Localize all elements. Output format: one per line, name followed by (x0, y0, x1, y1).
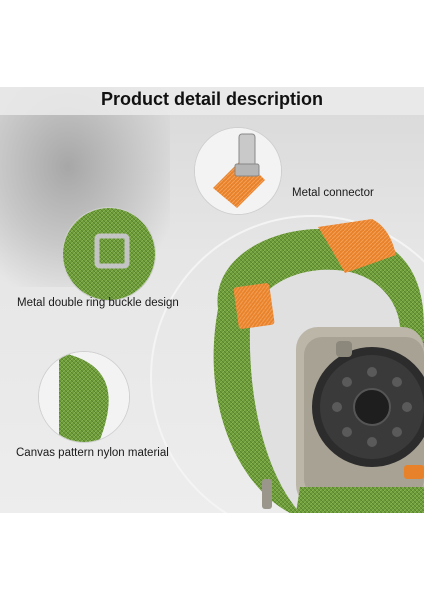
callout-label-nylon: Canvas pattern nylon material (16, 447, 169, 459)
metal-connector-closeup-icon (195, 128, 281, 214)
metal-connector-closeup (194, 127, 282, 215)
watch-band-product-image (213, 219, 424, 513)
callout-label-buckle: Metal double ring buckle design (17, 297, 179, 309)
page-title: Product detail description (100, 89, 324, 109)
decorative-arc (150, 215, 424, 513)
buckle-closeup-icon (63, 208, 155, 300)
nylon-material-closeup (38, 351, 130, 443)
nylon-material-closeup-icon (39, 352, 129, 442)
title-band (0, 87, 424, 115)
product-detail-panel: Product detail description (0, 87, 424, 513)
callout-label-metal-connector: Metal connector (292, 187, 374, 199)
buckle-closeup (62, 207, 156, 301)
